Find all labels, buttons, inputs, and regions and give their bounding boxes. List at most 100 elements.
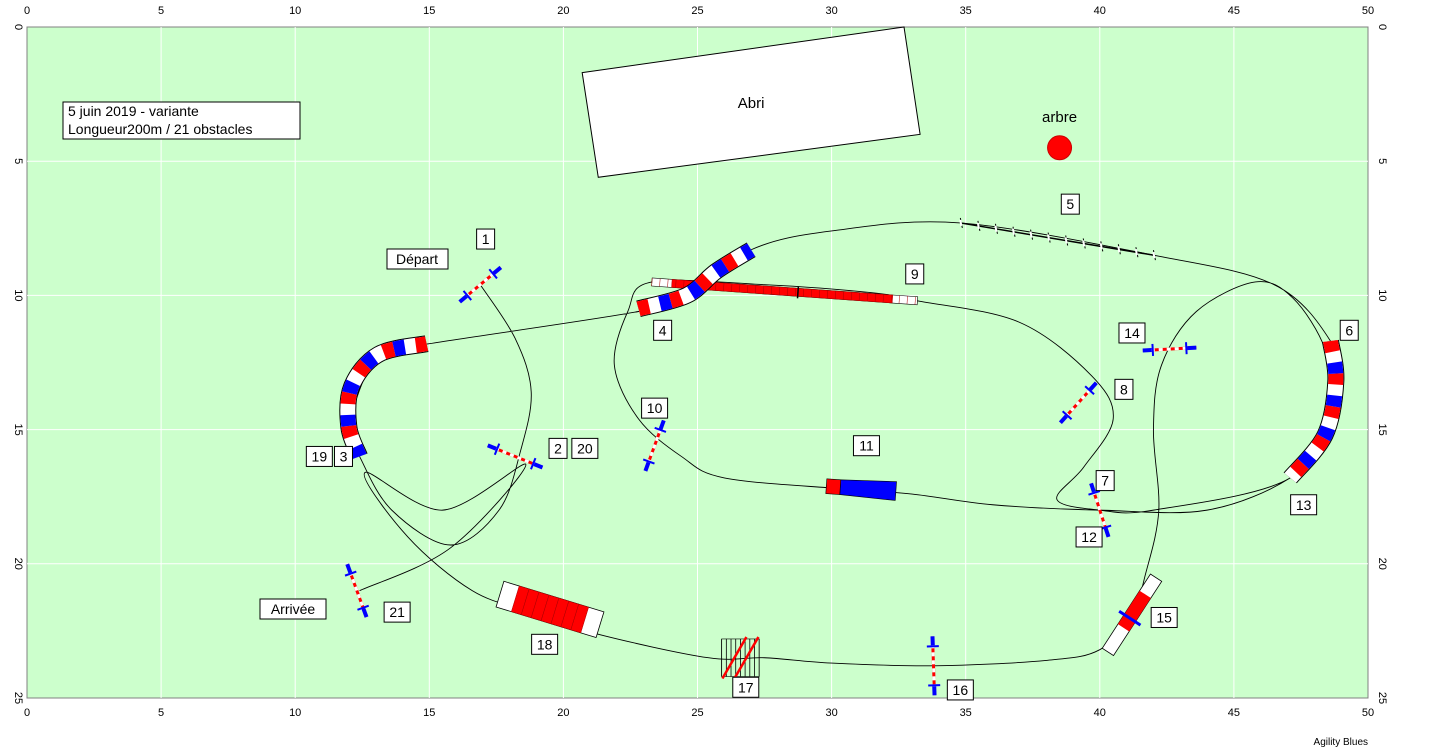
tunnel-blue-rings (1284, 339, 1344, 483)
number-label-box (1339, 319, 1359, 341)
y-tick-label-left: 10 (12, 289, 24, 301)
x-tick-label-top: 50 (1362, 5, 1374, 17)
jump-post (462, 290, 472, 301)
seesaw-slat (771, 286, 773, 295)
number-label: 19 (305, 445, 333, 467)
double-jump-bar (721, 636, 748, 680)
number-label-box (1060, 193, 1080, 215)
number-label-text: 13 (1296, 497, 1312, 513)
tree-label: arbre (1042, 109, 1077, 126)
number-label-text: 10 (647, 400, 663, 416)
number-label-text: 11 (859, 438, 874, 454)
x-tick-label-bottom: 20 (557, 707, 569, 719)
seesaw-slat (866, 293, 868, 302)
weave-pole-stripe (1012, 228, 1015, 235)
jump-wing (658, 419, 666, 430)
seesaw-slat (715, 282, 717, 291)
number-label: 12 (1075, 526, 1103, 548)
jump-post (1061, 410, 1073, 421)
x-tick-label-top: 10 (289, 5, 301, 17)
x-tick-label-top: 0 (24, 5, 30, 17)
y-tick-label-right: 0 (1376, 24, 1388, 30)
seesaw-slat (874, 293, 876, 302)
weave-pole-stripe (1134, 249, 1138, 256)
number-label-box (1095, 470, 1115, 492)
axes: 0055101015152020252530303535404045455050… (12, 5, 1388, 719)
jump-wing (533, 462, 544, 470)
jump-post (344, 570, 357, 577)
y-tick-label-right: 5 (1376, 158, 1388, 164)
x-tick-label-top: 45 (1228, 5, 1240, 17)
title-frame (62, 101, 301, 140)
number-label: 21 (383, 601, 411, 623)
tunnel-red-rings (340, 336, 429, 460)
jump-wing (361, 607, 369, 618)
number-label-text: 1 (482, 231, 490, 247)
tunnel-blue-rings (636, 243, 756, 317)
finish-label: Arrivée (271, 601, 316, 617)
x-tick-label-bottom: 5 (158, 707, 164, 719)
number-label-box (571, 437, 599, 459)
tunnel-blue-rings (340, 336, 429, 460)
number-label: 5 (1060, 193, 1080, 215)
jump-obstacle (1142, 342, 1197, 357)
jump-obstacle (344, 563, 370, 618)
number-label-box (732, 676, 760, 698)
seesaw-slat (850, 292, 852, 301)
weave-pole-stripe (976, 222, 980, 230)
number-label-text: 21 (389, 604, 405, 620)
weave-pole-stripe (1047, 234, 1051, 241)
seesaw-slat (667, 279, 669, 288)
number-label: 18 (531, 633, 559, 655)
x-tick-label-bottom: 25 (691, 707, 703, 719)
jump-wing (1103, 527, 1111, 538)
jump-obstacle (642, 419, 667, 472)
seesaw-slat (818, 289, 821, 298)
weave-base (960, 222, 1154, 256)
tire-post (1118, 609, 1142, 627)
shelter-rect (581, 26, 921, 178)
weave-pole-stripe (994, 225, 998, 232)
seesaw-pivot (796, 286, 800, 299)
number-label-text: 12 (1081, 529, 1097, 545)
jump-wing (492, 265, 503, 275)
table-edge (825, 478, 842, 495)
number-label-text: 8 (1120, 381, 1128, 397)
weave-pole-stripe (1064, 237, 1068, 244)
wall-block (570, 603, 589, 634)
seesaw-slat (763, 285, 765, 294)
x-tick-label-top: 20 (557, 5, 569, 17)
number-label: 8 (1114, 378, 1134, 400)
jump-wing (487, 443, 497, 451)
number-label-box (305, 445, 333, 467)
number-label-text: 4 (659, 322, 667, 338)
x-tick-label-bottom: 45 (1228, 707, 1240, 719)
number-label-text: 17 (738, 679, 754, 695)
start-frame (386, 248, 449, 270)
jump-post (530, 457, 537, 470)
seesaw-slat (739, 284, 741, 293)
table-obstacle (825, 478, 897, 501)
jump-wing (1058, 414, 1068, 425)
number-label-box (946, 679, 974, 701)
start-label-box: Départ (386, 248, 449, 270)
number-label: 16 (946, 679, 974, 701)
seesaw-board (651, 277, 919, 306)
number-label-text: 15 (1156, 609, 1172, 625)
number-label-box (641, 397, 669, 419)
jump-post (1088, 490, 1101, 496)
x-tick-label-bottom: 35 (960, 707, 972, 719)
number-label: 10 (641, 397, 669, 419)
seesaw-slat (747, 284, 749, 293)
number-label-box (531, 633, 559, 655)
number-label-box (1290, 494, 1318, 516)
x-tick-label-top: 30 (825, 5, 837, 17)
number-label-text: 3 (340, 448, 348, 464)
number-label-box (1150, 606, 1178, 628)
seesaw-slat (659, 278, 661, 287)
x-tick-label-bottom: 0 (24, 707, 30, 719)
jump-post (654, 426, 667, 433)
title-line-1: 5 juin 2019 - variante (68, 103, 199, 119)
x-tick-label-bottom: 10 (289, 707, 301, 719)
